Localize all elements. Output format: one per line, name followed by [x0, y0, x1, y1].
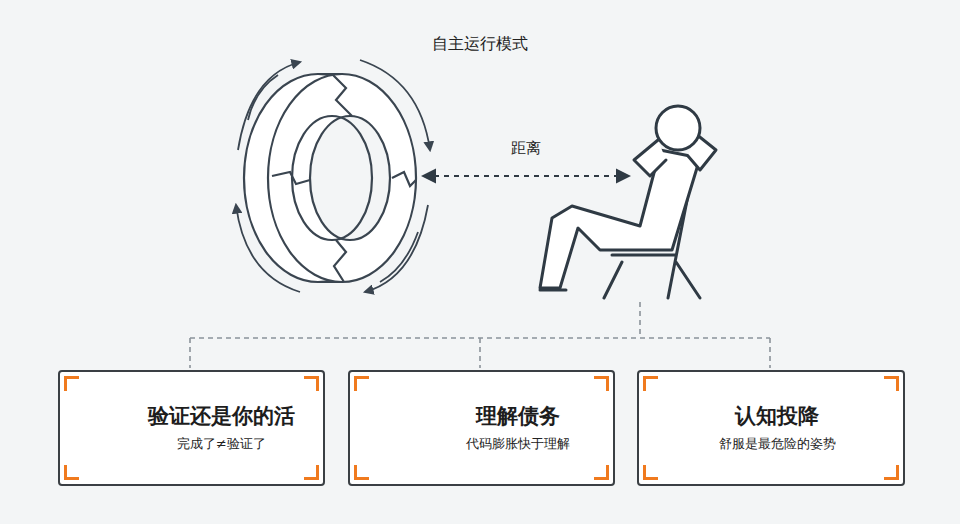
ring-cut — [272, 172, 310, 184]
ring-cut — [332, 74, 352, 116]
diagram-title: 自主运行模式 — [0, 34, 960, 55]
corner-bracket — [354, 465, 369, 480]
ring-rim — [318, 74, 342, 282]
card-text: 认知投降舒服是最危险的姿势 — [709, 372, 845, 484]
corner-bracket — [304, 376, 319, 391]
cycle-arrows — [236, 60, 430, 292]
cycle-arrow — [360, 60, 430, 150]
corner-bracket — [64, 376, 79, 391]
corner-bracket — [594, 465, 609, 480]
branch-lines — [190, 302, 770, 368]
card-heading: 理解债务 — [476, 403, 560, 430]
cycle-ring — [244, 74, 416, 282]
cycle-arrow — [236, 205, 300, 292]
branch-line — [190, 338, 770, 368]
cycle-arrow-trail — [248, 75, 278, 120]
ring-hole — [310, 116, 390, 240]
card-subtext: 代码膨胀快于理解 — [466, 436, 570, 453]
ring-cut — [392, 172, 416, 186]
card-heading: 认知投降 — [735, 403, 819, 430]
corner-bracket — [884, 376, 899, 391]
ring-front — [268, 74, 416, 282]
head — [656, 106, 700, 150]
branch-line — [639, 302, 641, 338]
cycle-arrow — [365, 205, 428, 292]
card-subtext: 舒服是最危险的姿势 — [719, 436, 836, 453]
ring-hole-edge — [292, 116, 372, 240]
card-heading: 验证还是你的活 — [148, 403, 295, 430]
corner-bracket — [643, 465, 658, 480]
ring-cut — [334, 240, 346, 282]
corner-bracket — [884, 465, 899, 480]
distance-arrow — [424, 175, 628, 177]
risk-card: 验证还是你的活完成了≠验证了 — [58, 370, 325, 486]
card-text: 理解债务代码膨胀快于理解 — [430, 372, 605, 484]
distance-label: 距离 — [507, 139, 545, 158]
card-text: 验证还是你的活完成了≠验证了 — [128, 372, 315, 484]
corner-bracket — [304, 465, 319, 480]
card-subtext: 完成了≠验证了 — [177, 436, 266, 453]
corner-bracket — [643, 376, 658, 391]
cycle-arrow — [238, 62, 300, 150]
cycle-arrow-trail — [380, 232, 418, 282]
risk-card: 理解债务代码膨胀快于理解 — [348, 370, 615, 486]
relaxed-person — [540, 106, 716, 298]
body — [540, 150, 700, 288]
corner-bracket — [354, 376, 369, 391]
corner-bracket — [594, 376, 609, 391]
corner-bracket — [64, 465, 79, 480]
foot — [540, 289, 566, 292]
risk-card: 认知投降舒服是最危险的姿势 — [637, 370, 905, 486]
